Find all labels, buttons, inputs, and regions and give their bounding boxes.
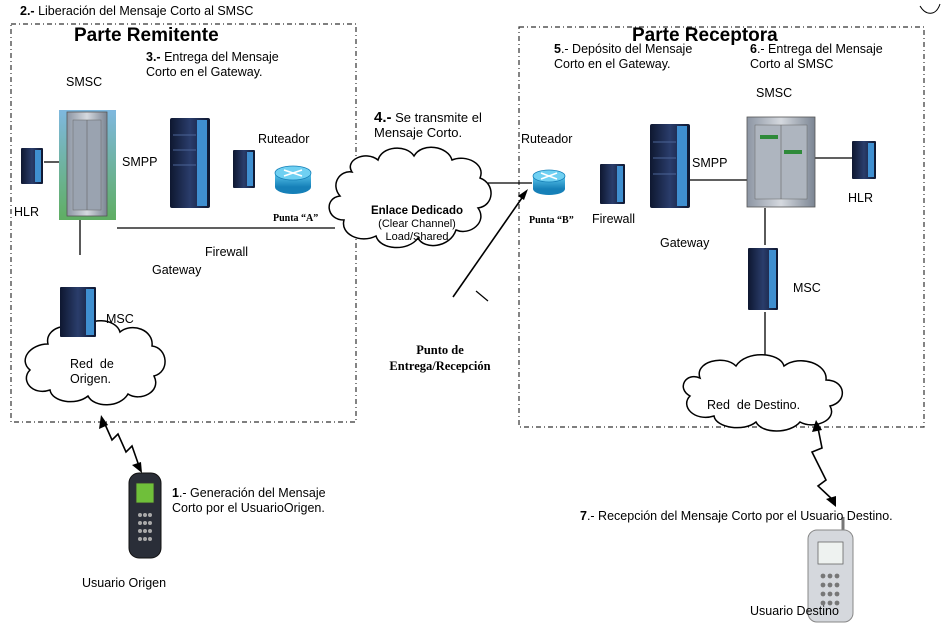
step-4-label: 4.- Se transmite el Mensaje Corto.: [374, 110, 482, 140]
router-b-icon: [532, 169, 566, 195]
step-1-number: 1: [172, 486, 179, 500]
punta-a-label: Punta “A”: [273, 213, 319, 224]
smsc-left-label: SMSC: [66, 75, 103, 89]
hlr-left-label: HLR: [14, 205, 40, 219]
step-5-number: 5: [554, 42, 561, 56]
hlr-right-label: HLR: [848, 191, 874, 205]
step-6-text: .- Entrega del Mensaje Corto al SMSC: [750, 42, 883, 71]
ruteador-right-label: Ruteador: [521, 132, 573, 146]
step-5-text: .- Depósito del Mensaje Corto en el Gate…: [554, 42, 693, 71]
delivery-point-tick: [475, 290, 489, 302]
smpp-right-label: SMPP: [692, 156, 728, 170]
origin-network-label: Red de Origen.: [70, 357, 114, 386]
delivery-point-arrow: [452, 194, 525, 298]
firewall-left-label: Firewall: [205, 245, 249, 259]
wireless-link-destination: [810, 420, 836, 507]
origin-phone-icon: [128, 472, 162, 559]
step-2-text: Liberación del Mensaje Corto al SMSC: [34, 4, 254, 18]
gateway-right-server-icon: [650, 124, 690, 208]
firewall-right-label: Firewall: [592, 212, 636, 226]
step-7-label: 7.- Recepción del Mensaje Corto por el U…: [580, 509, 893, 524]
gateway-left-label: Gateway: [152, 263, 202, 277]
msc-left-server-icon: [60, 287, 96, 337]
step-2-label: 2.- Liberación del Mensaje Corto al SMSC: [20, 4, 253, 19]
step-4-number: 4.-: [374, 109, 392, 126]
step-3-number: 3.-: [146, 50, 161, 64]
receiver-side-title: Parte Receptora: [632, 25, 778, 46]
firewall-left-server-icon: [233, 150, 255, 188]
delivery-point-label: Punto de Entrega/Recepción: [389, 343, 491, 373]
smsc-right-server-icon: [746, 116, 816, 208]
msc-right-server-icon: [748, 248, 778, 310]
smsc-left-server-icon: [59, 110, 116, 220]
destination-network-label: Red de Destino.: [707, 398, 801, 412]
step-6-number: 6: [750, 42, 757, 56]
hlr-right-server-icon: [852, 141, 876, 179]
step-7-text: .- Recepción del Mensaje Corto por el Us…: [586, 509, 893, 523]
step-3-label: 3.- Entrega del Mensaje Corto en el Gate…: [146, 50, 279, 80]
step-6-label: 6.- Entrega del Mensaje Corto al SMSC: [750, 42, 883, 72]
step-1-label: 1.- Generación del Mensaje Corto por el …: [172, 486, 326, 516]
delivery-point-arrowhead: [518, 189, 528, 200]
dedicated-link-subtitle: (Clear Channel) Load/Shared: [378, 218, 456, 243]
destination-phone-icon: [807, 517, 854, 623]
step-7-number: 7: [580, 509, 587, 523]
sender-side-title: Parte Remitente: [74, 25, 219, 46]
ruteador-left-label: Ruteador: [258, 132, 310, 146]
gateway-left-server-icon: [170, 118, 210, 208]
msc-right-label: MSC: [793, 281, 821, 295]
punta-b-label: Punta “B”: [529, 215, 574, 226]
dedicated-link-cloud: [328, 146, 492, 249]
origin-network-cloud: [24, 320, 166, 406]
firewall-right-server-icon: [600, 164, 625, 204]
step-3-text: Entrega del Mensaje Corto en el Gateway.: [146, 50, 279, 79]
step-2-number: 2.-: [20, 4, 35, 18]
wireless-link-origin: [99, 415, 142, 473]
hlr-left-server-icon: [21, 148, 43, 184]
msc-left-label: MSC: [106, 312, 134, 326]
step-5-label: 5.- Depósito del Mensaje Corto en el Gat…: [554, 42, 692, 72]
smsc-right-label: SMSC: [756, 86, 793, 100]
step-1-text: .- Generación del Mensaje Corto por el U…: [172, 486, 326, 515]
origin-user-label: Usuario Origen: [82, 576, 167, 590]
destination-network-cloud: [682, 354, 843, 432]
receiver-box: [518, 26, 925, 428]
gateway-right-label: Gateway: [660, 236, 710, 250]
step-4-text: Se transmite el Mensaje Corto.: [374, 110, 482, 140]
destination-user-label: Usuario Destino: [750, 604, 839, 618]
smpp-left-label: SMPP: [122, 155, 158, 169]
router-a-icon: [274, 165, 312, 194]
top-right-mark: [919, 3, 941, 14]
dedicated-link-title: Enlace Dedicado: [370, 205, 464, 217]
